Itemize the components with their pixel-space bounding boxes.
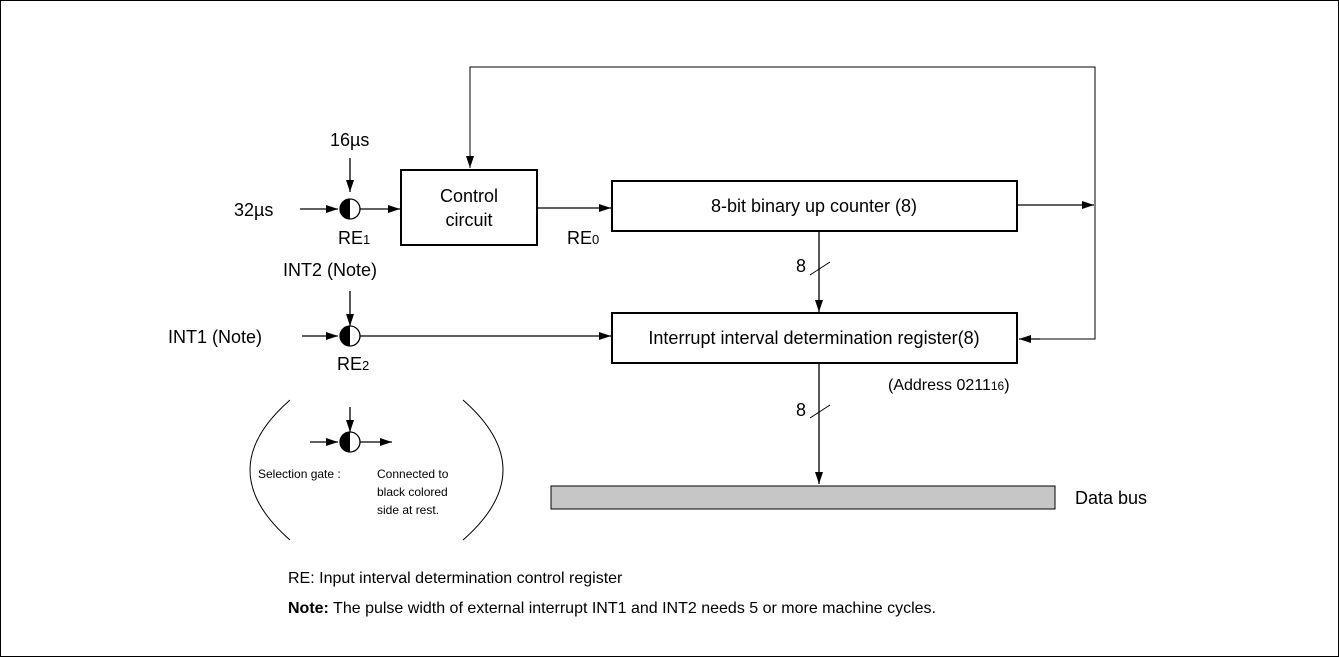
re2-label: RE2 xyxy=(337,354,369,374)
feedback-line-right xyxy=(1031,205,1096,340)
legend-selection-gate xyxy=(339,431,361,453)
re0-label: RE0 xyxy=(567,228,599,248)
selection-gate-re2 xyxy=(339,325,361,347)
re-definition-note: RE: Input interval determination control… xyxy=(288,570,623,587)
int1-label: INT1 (Note) xyxy=(168,327,262,347)
register-address-label: (Address 021116) xyxy=(888,377,1010,394)
bus-width-label-1: 8 xyxy=(796,256,806,276)
clock-16us-label: 16µs xyxy=(330,130,369,150)
re1-label: RE1 xyxy=(338,228,370,248)
legend-right-paren xyxy=(462,399,504,541)
bus-width-slash-2 xyxy=(809,404,831,419)
counter-block xyxy=(611,180,1018,232)
counter-label: 8-bit binary up counter (8) xyxy=(711,196,917,216)
int2-label: INT2 (Note) xyxy=(283,260,377,280)
selection-gate-re1 xyxy=(339,198,361,220)
register-label: Interrupt interval determination registe… xyxy=(648,328,979,348)
legend-left-paren xyxy=(249,399,291,541)
note-label: Note: xyxy=(288,600,329,617)
bus-width-label-2: 8 xyxy=(796,400,806,420)
bus-width-slash-1 xyxy=(809,261,831,276)
clock-32us-label: 32µs xyxy=(234,200,273,220)
feedback-line-top xyxy=(466,66,1096,205)
data-bus-bar xyxy=(550,485,1056,510)
control-circuit-block xyxy=(400,169,538,246)
legend-desc-line2: black colored xyxy=(377,485,448,499)
note-text: The pulse width of external interrupt IN… xyxy=(328,600,936,617)
data-bus-label: Data bus xyxy=(1075,488,1147,508)
register-block xyxy=(611,312,1018,364)
control-circuit-line1: Control xyxy=(440,186,498,206)
legend-desc-line3: side at rest. xyxy=(377,503,439,517)
legend-desc-line1: Connected to xyxy=(377,467,449,481)
control-circuit-line2: circuit xyxy=(445,210,492,230)
legend-label: Selection gate : xyxy=(258,467,341,481)
pulse-width-note: Note: The pulse width of external interr… xyxy=(288,600,936,618)
